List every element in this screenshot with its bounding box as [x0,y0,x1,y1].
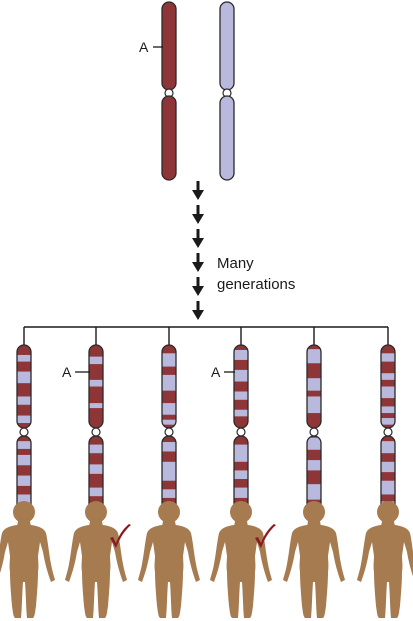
caption-line-1: Many [217,255,254,272]
offspring-marker-4: A [211,364,235,380]
centromere [383,427,393,437]
generation-arrows [192,181,204,320]
caption-line-2: generations [217,276,296,293]
offspring-marker-4-label: A [211,364,221,380]
offspring-person-6 [357,501,413,618]
down-arrow-icon [192,181,204,200]
centromere [19,427,29,437]
offspring-marker-2-label: A [62,364,72,380]
down-arrow-icon [192,277,204,296]
check-mark-icon [255,524,276,548]
generations-caption: Many generations [217,253,337,295]
centromere [236,427,246,437]
down-arrow-icon [192,301,204,320]
offspring-marker-2: A [62,364,90,380]
offspring-person-4 [210,501,272,618]
centromere [309,427,319,437]
check-mark-icon [110,524,131,548]
down-arrow-icon [192,229,204,248]
branch-tree [23,326,389,347]
parent-chromosome-maternal [161,1,177,181]
offspring-person-5 [283,501,345,618]
down-arrow-icon [192,253,204,272]
offspring-chromosomes [16,344,396,523]
centromere [91,427,101,437]
offspring-person-3 [138,501,200,618]
offspring-person-1 [0,501,55,618]
down-arrow-icon [192,205,204,224]
centromere [164,427,174,437]
marker-a-label: A [139,39,149,55]
offspring-person-2 [65,501,127,618]
parent-chromosome-paternal [219,1,235,181]
